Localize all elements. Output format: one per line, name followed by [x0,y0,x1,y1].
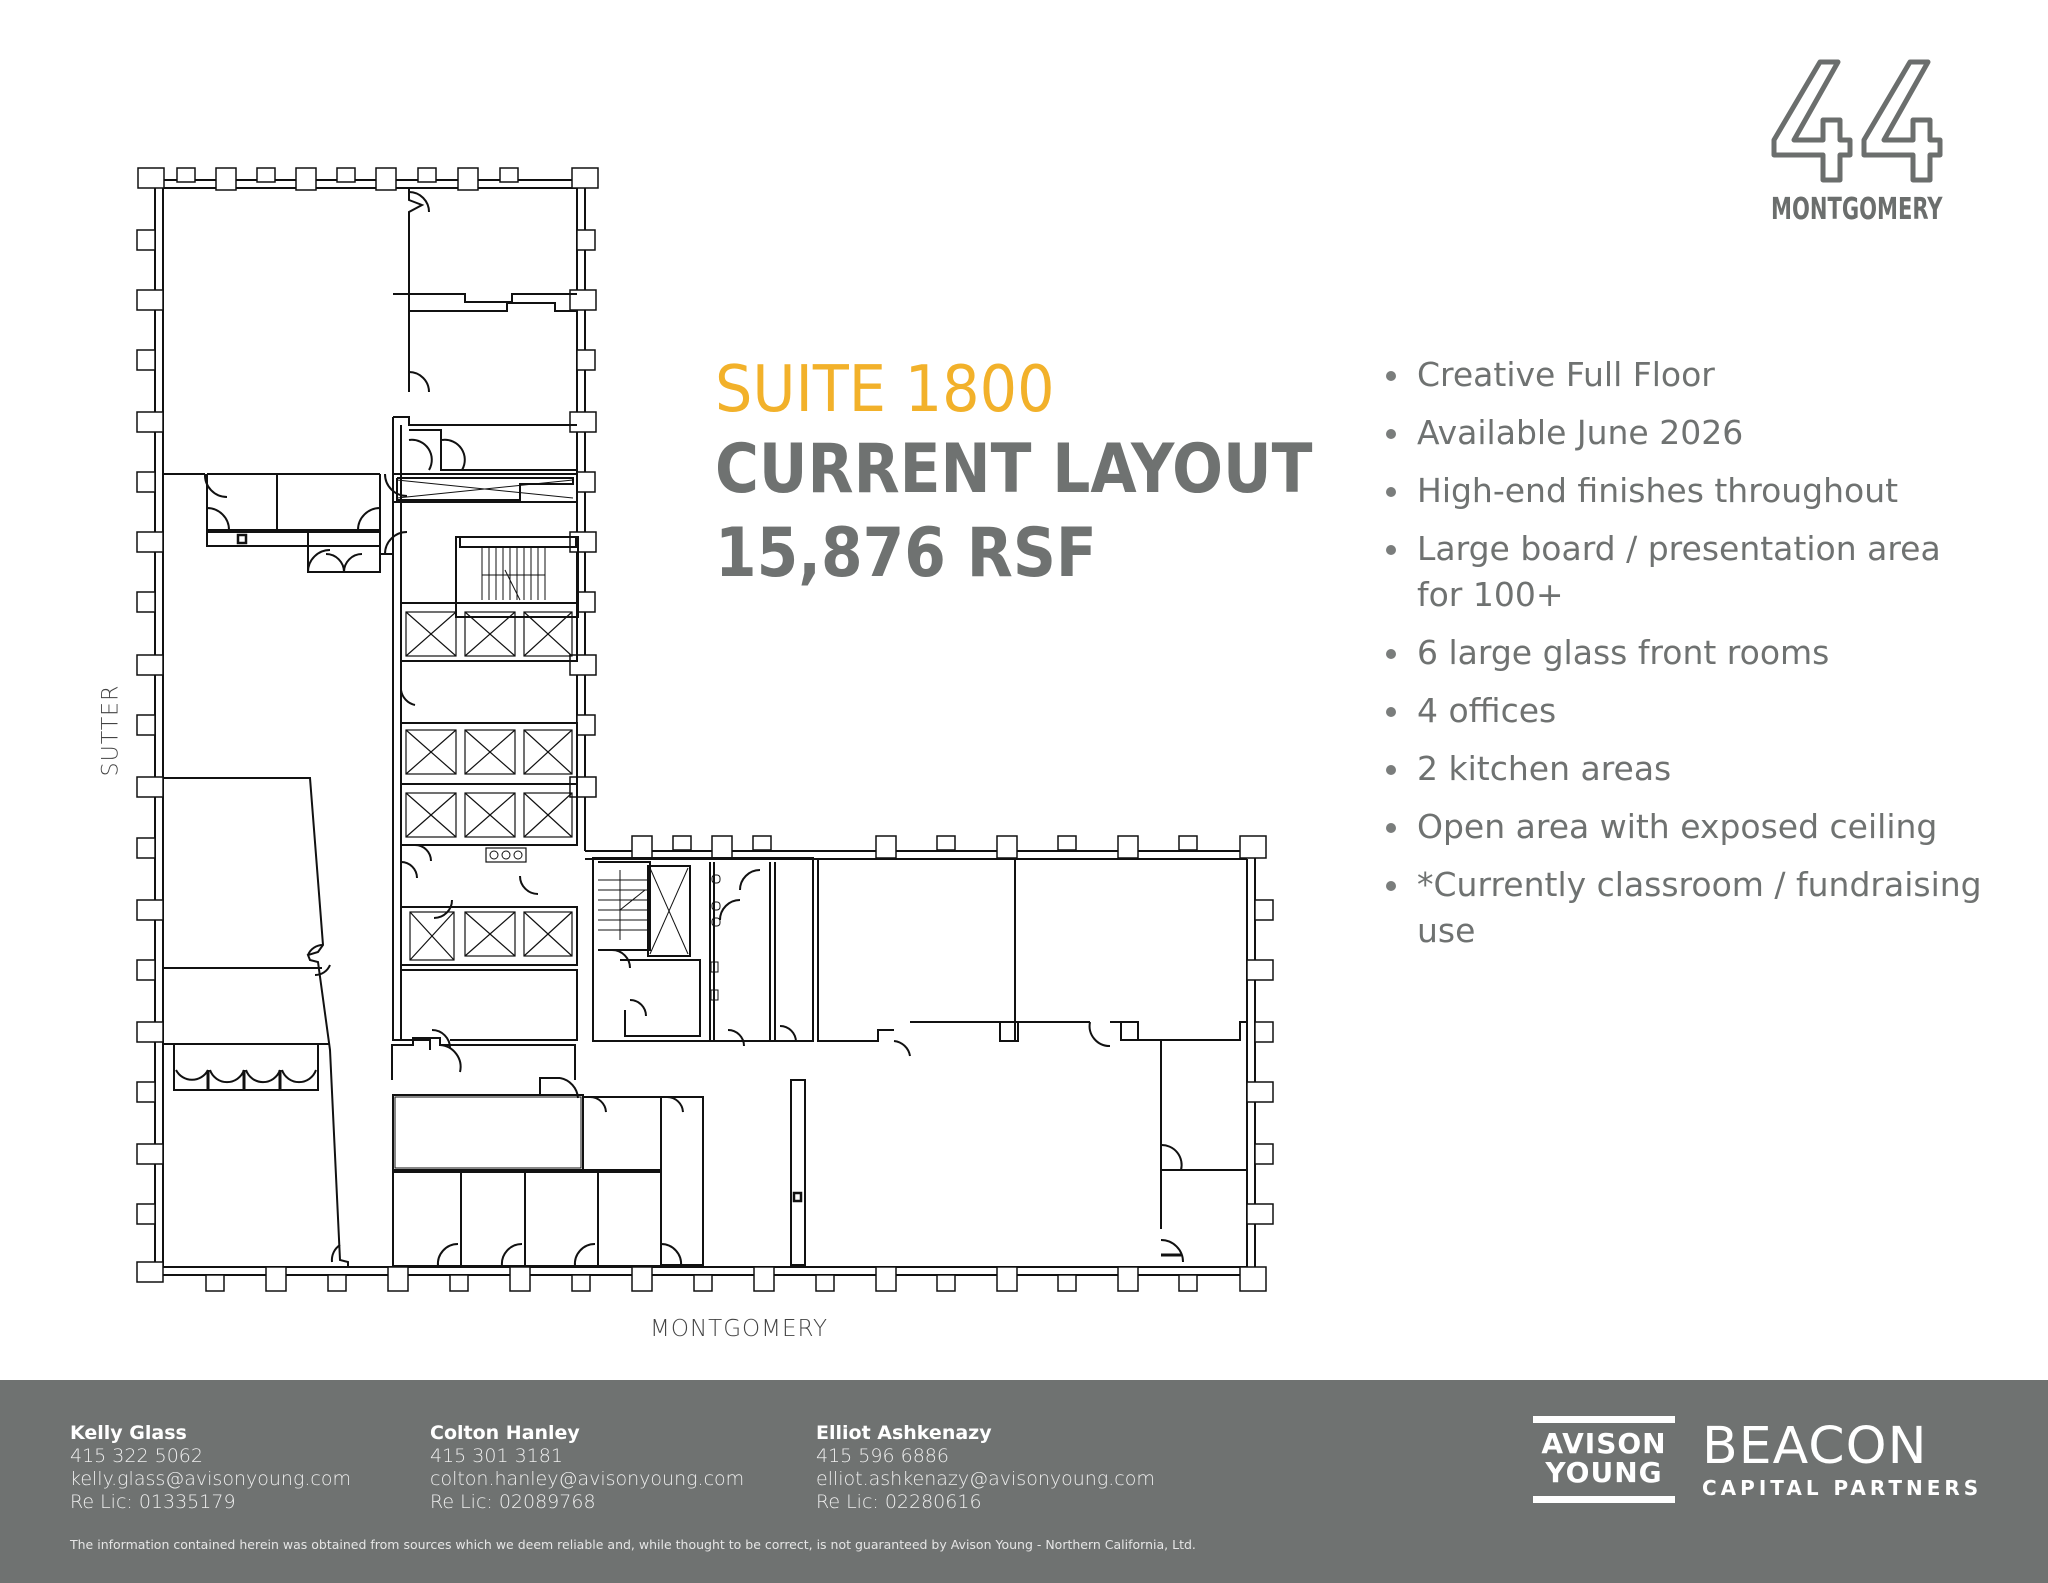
bullet-icon [1386,649,1396,659]
rsf-title: 15,876 RSF [715,514,1097,593]
contact-card: Colton Hanley 415 301 3181 colton.hanley… [430,1422,744,1514]
mullions [136,167,1274,1292]
contact-phone[interactable]: 415 596 6886 [816,1445,949,1467]
contact-name: Colton Hanley [430,1422,580,1444]
right-wing-rooms [817,859,1247,1263]
feature-list: Creative Full Floor Available June 2026 … [1383,352,1983,966]
disclaimer: The information contained herein was obt… [70,1537,1196,1552]
building-core [392,536,814,1050]
contact-name: Kelly Glass [70,1422,187,1444]
layout-title: CURRENT LAYOUT [715,430,1313,509]
avison-young-text: AVISON YOUNG [1541,1427,1667,1489]
logo-text: MONTGOMERY [1771,192,1943,227]
avison-young-logo: AVISON YOUNG [1533,1416,1675,1503]
contact-license: Re Lic: 01335179 [70,1491,236,1513]
bullet-icon [1386,707,1396,717]
footer: Kelly Glass 415 322 5062 kelly.glass@avi… [0,1380,2048,1583]
contact-email[interactable]: elliot.ashkenazy@avisonyoung.com [816,1468,1155,1490]
beacon-logo: BEACON CAPITAL PARTNERS [1702,1420,1983,1501]
feature-item: *Currently classroom / fundraising use [1383,862,1983,954]
feature-item: 4 offices [1383,688,1983,734]
contact-card: Elliot Ashkenazy 415 596 6886 elliot.ash… [816,1422,1155,1514]
bullet-icon [1386,765,1396,775]
title-block: SUITE 1800 CURRENT LAYOUT 15,876 RSF [715,352,1394,596]
contact-email[interactable]: kelly.glass@avisonyoung.com [70,1468,351,1490]
logo-bar [1533,1416,1675,1423]
bullet-icon [1386,487,1396,497]
beacon-subtext: CAPITAL PARTNERS [1702,1476,1983,1500]
bullet-icon [1386,823,1396,833]
building-logo: MONTGOMERY [1768,58,1958,234]
logo-44-outline-icon [1771,59,1943,183]
lower-offices [391,1037,806,1267]
street-label-montgomery: MONTGOMERY [650,1316,829,1342]
contact-license: Re Lic: 02089768 [430,1491,596,1513]
beacon-text: BEACON [1702,1417,1928,1476]
contact-name: Elliot Ashkenazy [816,1422,992,1444]
suite-title: SUITE 1800 [715,353,1055,427]
feature-item: 2 kitchen areas [1383,746,1983,792]
contact-email[interactable]: colton.hanley@avisonyoung.com [430,1468,745,1490]
bullet-icon [1386,545,1396,555]
contact-phone[interactable]: 415 322 5062 [70,1445,203,1467]
contact-phone[interactable]: 415 301 3181 [430,1445,563,1467]
contact-card: Kelly Glass 415 322 5062 kelly.glass@avi… [70,1422,351,1514]
feature-item: 6 large glass front rooms [1383,630,1983,676]
feature-item: Available June 2026 [1383,410,1983,456]
bullet-icon [1386,371,1396,381]
lower-left-rooms [163,777,349,1267]
bullet-icon [1386,429,1396,439]
feature-item: Open area with exposed ceiling [1383,804,1983,850]
feature-item: Large board / presentation area for 100+ [1383,526,1983,618]
bullet-icon [1386,881,1396,891]
contact-license: Re Lic: 02280616 [816,1491,982,1513]
feature-item: Creative Full Floor [1383,352,1983,398]
street-label-sutter: SUTTER [98,684,124,777]
feature-item: High-end finishes throughout [1383,468,1983,514]
logo-bar [1533,1496,1675,1503]
exterior-walls [154,179,1256,1276]
